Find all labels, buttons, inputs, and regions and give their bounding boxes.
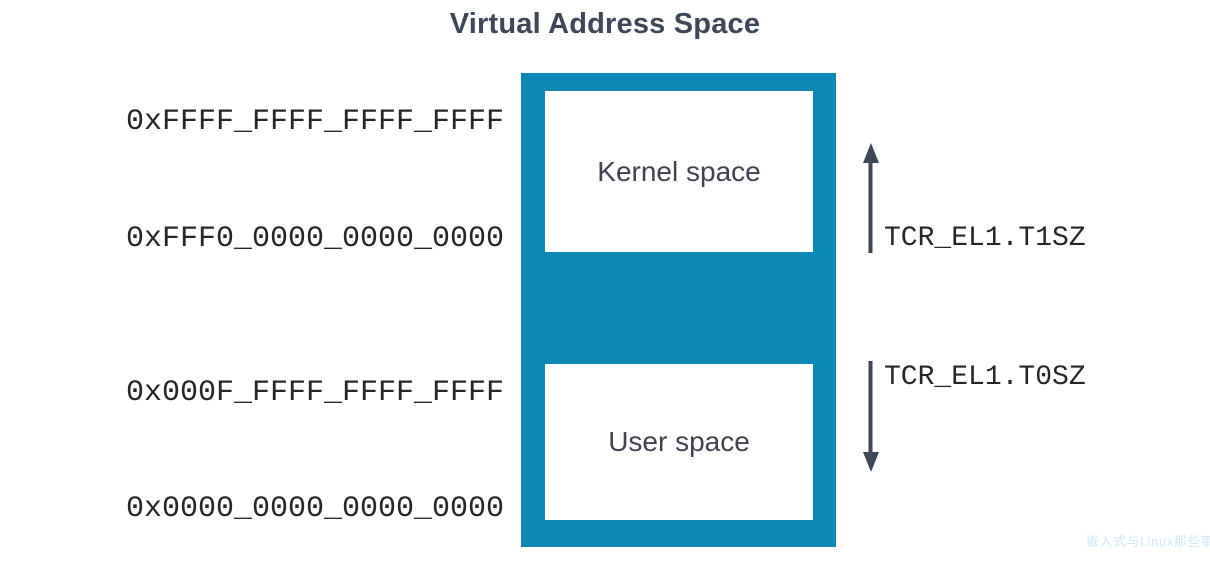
down-arrow-icon — [860, 361, 882, 472]
address-label-top: 0xFFFF_FFFF_FFFF_FFFF — [125, 105, 504, 139]
kernel-space-region: Kernel space — [545, 91, 813, 252]
address-label-bottom: 0x0000_0000_0000_0000 — [125, 492, 504, 526]
user-space-label: User space — [608, 426, 750, 457]
address-label-user-top: 0x000F_FFFF_FFFF_FFFF — [125, 376, 504, 410]
address-label-kernel-base: 0xFFF0_0000_0000_0000 — [125, 222, 504, 256]
page-title: Virtual Address Space — [449, 8, 761, 40]
up-arrow-icon — [860, 143, 882, 253]
watermark-text: 嵌入式与Linux那些事 — [1086, 534, 1210, 549]
tcr-el1-t0sz-label: TCR_EL1.T0SZ — [884, 362, 1086, 393]
kernel-space-label: Kernel space — [597, 155, 761, 187]
tcr-el1-t1sz-label: TCR_EL1.T1SZ — [884, 223, 1086, 254]
user-space-region: User space — [545, 364, 813, 520]
